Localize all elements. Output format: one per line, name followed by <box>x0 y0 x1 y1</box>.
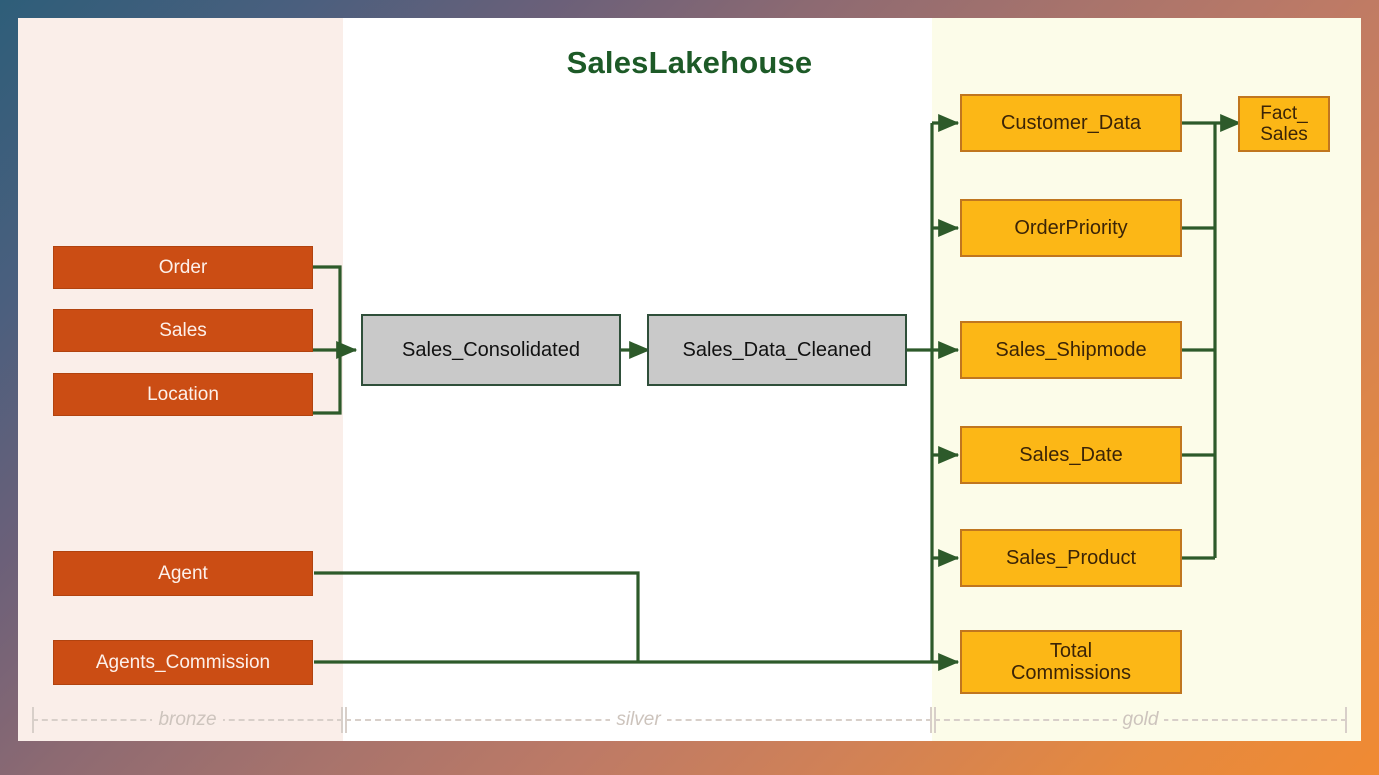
ruler-cap-left <box>345 707 347 733</box>
node-sales-consolidated[interactable]: Sales_Consolidated <box>361 314 621 386</box>
zone-ruler-silver: silver <box>345 705 932 735</box>
node-location[interactable]: Location <box>53 373 313 416</box>
connector-layer <box>313 114 1242 671</box>
diagram-canvas: SalesLakehouse Order Sales Location Agen… <box>18 18 1361 741</box>
node-sales-product[interactable]: Sales_Product <box>960 529 1182 587</box>
ruler-cap-right <box>341 707 343 733</box>
node-order[interactable]: Order <box>53 246 313 289</box>
ruler-cap-left <box>32 707 34 733</box>
page-title: SalesLakehouse <box>566 45 813 80</box>
node-sales-date[interactable]: Sales_Date <box>960 426 1182 484</box>
node-agent[interactable]: Agent <box>53 551 313 596</box>
node-customer-data[interactable]: Customer_Data <box>960 94 1182 152</box>
zone-label-bronze: bronze <box>152 709 223 731</box>
node-agents-commission[interactable]: Agents_Commission <box>53 640 313 685</box>
ruler-cap-right <box>1345 707 1347 733</box>
node-fact-sales[interactable]: Fact_ Sales <box>1238 96 1330 152</box>
zone-ruler-bronze: bronze <box>32 705 343 735</box>
node-total-commissions[interactable]: Total Commissions <box>960 630 1182 694</box>
ruler-cap-left <box>934 707 936 733</box>
node-sales-shipmode[interactable]: Sales_Shipmode <box>960 321 1182 379</box>
zone-ruler-gold: gold <box>934 705 1347 735</box>
zone-ruler: bronze silver gold <box>18 705 1361 735</box>
node-sales[interactable]: Sales <box>53 309 313 352</box>
ruler-cap-right <box>930 707 932 733</box>
node-sales-data-cleaned[interactable]: Sales_Data_Cleaned <box>647 314 907 386</box>
node-order-priority[interactable]: OrderPriority <box>960 199 1182 257</box>
zone-label-gold: gold <box>1116 709 1165 731</box>
zone-label-silver: silver <box>610 709 667 731</box>
